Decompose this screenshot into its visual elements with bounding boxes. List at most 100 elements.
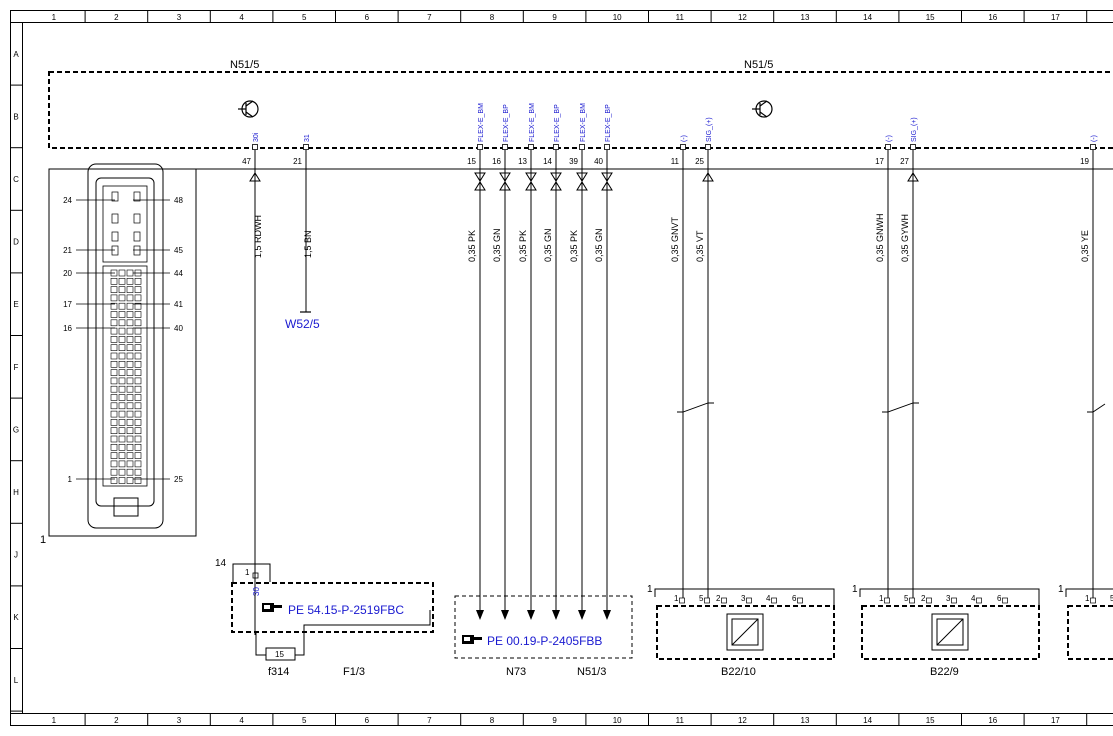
fuse-internal-wire (303, 610, 431, 633)
signal-direction-arrow (525, 181, 537, 191)
connector-cavity (134, 394, 142, 401)
sensor-outline (1067, 605, 1113, 660)
sensor-connector-label: 1 (1058, 584, 1064, 595)
pin-number: 40 (594, 157, 603, 166)
grid-column-label: 5 (302, 716, 307, 725)
fuse-conn-signal: 30 (252, 587, 261, 596)
grid-column-label: 14 (863, 716, 872, 725)
connector-cavity (110, 419, 118, 426)
sensor-pin-marker (797, 597, 803, 604)
wire-spec-label: 0,35 GN (543, 228, 553, 262)
connector-cavity (134, 427, 142, 435)
pin-number: 27 (900, 157, 909, 166)
grid-column-label: 7 (427, 13, 432, 22)
connector-cavity (126, 435, 134, 443)
grid-row-label: L (14, 676, 19, 685)
grid-column-label: 17 (1051, 716, 1060, 725)
sensor-pin-label: 3 (946, 594, 951, 603)
transistor-icon (238, 100, 259, 118)
sensor-pin-label: 1 (879, 594, 884, 603)
pin-number: 21 (293, 157, 302, 166)
pin-leader-label: 21 (63, 246, 72, 255)
pin-number: 47 (242, 157, 251, 166)
signal-direction-arrow (576, 172, 588, 182)
connector-cavity (134, 336, 142, 343)
pin-marker (528, 144, 534, 150)
grid-column-label: 8 (490, 13, 495, 22)
wire-spec-label: 0,35 GN (594, 228, 604, 262)
connector-cavity (126, 352, 134, 360)
sensor-pin-label: 4 (971, 594, 976, 603)
fuse-ref-link[interactable]: PE 54.15-P-2519FBC (288, 603, 404, 617)
grid-column-label: 6 (365, 13, 370, 22)
sensor-symbol-frame (726, 613, 764, 651)
connector-cavity (110, 277, 118, 285)
sensor-pin-marker (909, 597, 915, 604)
pin-number: 11 (671, 157, 680, 166)
sensor-pin-marker (1090, 597, 1096, 604)
connector-cavity (126, 294, 134, 302)
pin-leader-label: 41 (174, 300, 183, 309)
pin-marker (579, 144, 585, 150)
sensor-pin-marker (679, 597, 685, 604)
connector-cavity (110, 344, 118, 352)
module-left-label: N51/5 (230, 59, 259, 71)
pin-marker (705, 144, 711, 150)
grid-column-label: 1 (52, 13, 57, 22)
signal-direction-arrow (474, 172, 486, 182)
connector-cavity (118, 402, 126, 410)
fuse-conn-pin: 1 (245, 568, 250, 577)
sensor-symbol-icon (726, 613, 764, 651)
grid-column-label: 3 (177, 716, 182, 725)
connector-cavity (111, 245, 119, 256)
grid-column-label: 15 (926, 13, 935, 22)
connector-cavity (110, 385, 118, 393)
grid-frame (10, 10, 1113, 726)
connector-cavity (118, 443, 126, 451)
grid-column-label: 9 (552, 716, 557, 725)
connector-cavity (126, 460, 134, 468)
connector-cavity (110, 286, 118, 293)
sensor-pin-marker (976, 597, 982, 604)
pin-number: 19 (1080, 157, 1089, 166)
connector-cavity (118, 302, 126, 310)
sensor-connector-outline (654, 588, 835, 605)
connector-cavity (110, 311, 118, 318)
grid-column-label: 13 (801, 716, 810, 725)
connector-cavity (110, 468, 118, 476)
connector-cavity (126, 402, 134, 410)
grid-column-label: 4 (239, 716, 244, 725)
sensor-pin-marker (951, 597, 957, 604)
connector-cavity (134, 452, 142, 459)
pin-leader-label: 25 (174, 475, 183, 484)
sensor-connector-label: 1 (647, 584, 653, 595)
hand-pointer-icon (462, 635, 482, 644)
sensor-symbol-inner (936, 618, 964, 646)
connector-cavity (134, 419, 142, 426)
connector-cavity (126, 452, 134, 459)
wire-spec-label: 0,35 GN (492, 228, 502, 262)
fuse-bus-line (232, 563, 271, 582)
connector-cavity (110, 410, 118, 418)
pin-marker (680, 144, 686, 150)
network-ref-link[interactable]: PE 00.19-P-2405FBB (487, 634, 602, 648)
pin-leader-label: 40 (174, 324, 183, 333)
connector-cavity (126, 336, 134, 343)
ground-label[interactable]: W52/5 (285, 317, 320, 331)
network-box-outline (454, 595, 633, 659)
signal-direction-arrow (550, 172, 562, 182)
pin-marker (1090, 144, 1096, 150)
wire-spec-label: 0,35 YE (1080, 230, 1090, 262)
pin-marker (604, 144, 610, 150)
sensor-symbol-frame (931, 613, 969, 651)
twisted-pair-marker (1087, 403, 1106, 413)
sensor-pin-label: 2 (921, 594, 926, 603)
wire-11: 11(-)0,35 GNVT (670, 135, 714, 598)
